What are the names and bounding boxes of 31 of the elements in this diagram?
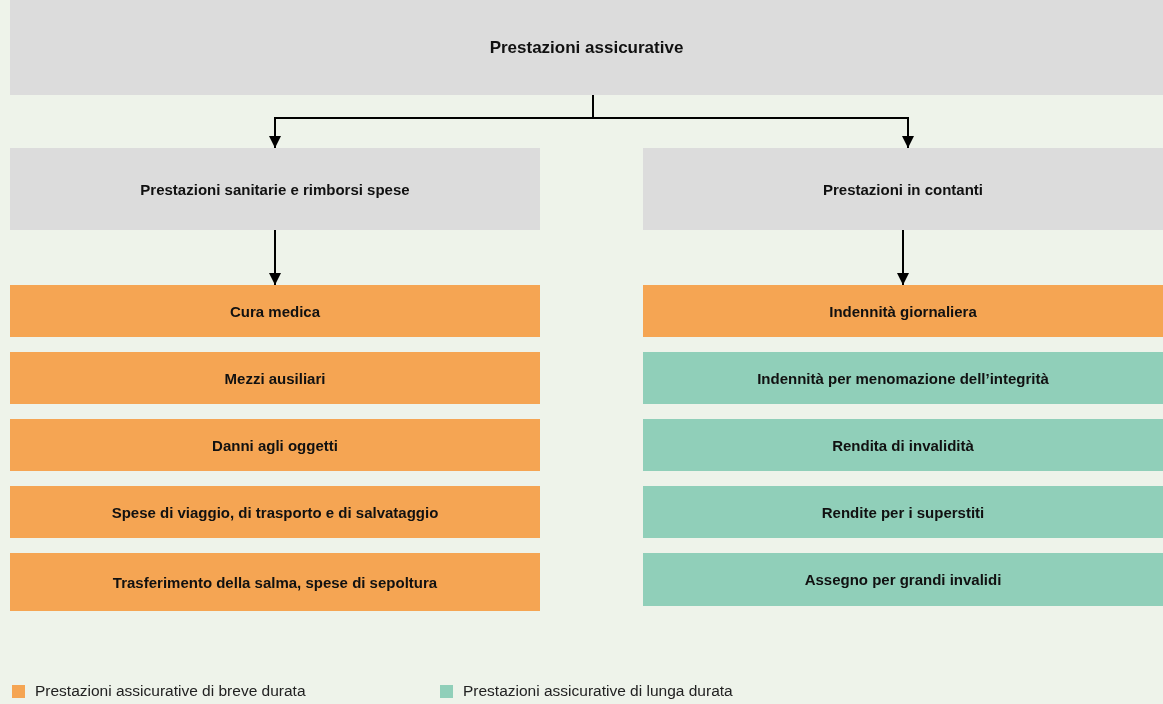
box-label: Assegno per grandi invalidi bbox=[804, 571, 1002, 588]
arrow bbox=[897, 229, 909, 286]
box-label: Trasferimento della salma, spese di sepoltura bbox=[112, 573, 438, 591]
benefit-box bbox=[643, 486, 1163, 538]
box-label: Spese di viaggio, di trasporto e di salvataggio bbox=[111, 503, 439, 521]
benefit-box bbox=[10, 486, 540, 538]
arrow bbox=[592, 94, 914, 149]
legend-label: Prestazioni assicurative di lunga durata bbox=[463, 682, 733, 700]
box-label: Danni agli oggetti bbox=[212, 436, 338, 454]
box-label: Mezzi ausiliari bbox=[224, 369, 326, 387]
box-label: Prestazioni sanitarie e rimborsi spese bbox=[140, 180, 410, 198]
benefit-box bbox=[10, 352, 540, 404]
box-label: Rendite per i superstiti bbox=[821, 503, 985, 521]
legend-label: Prestazioni assicurative di breve durata bbox=[35, 682, 306, 700]
benefit-box bbox=[643, 352, 1163, 404]
category-box bbox=[10, 0, 1163, 95]
box-label: Prestazioni in contanti bbox=[823, 180, 983, 198]
category-box bbox=[643, 148, 1163, 230]
benefit-box bbox=[643, 419, 1163, 471]
benefit-box bbox=[643, 285, 1163, 337]
benefit-box bbox=[10, 419, 540, 471]
category-box bbox=[10, 148, 540, 230]
benefit-box bbox=[10, 285, 540, 337]
benefit-box bbox=[10, 553, 540, 611]
box-label: Indennità per menomazione dell’integrità bbox=[757, 369, 1049, 387]
box-label: Prestazioni assicurative bbox=[489, 37, 684, 58]
box-label: Rendita di invalidità bbox=[832, 436, 974, 454]
box-label: Indennità giornaliera bbox=[829, 302, 977, 320]
arrow bbox=[269, 229, 281, 286]
box-label: Cura medica bbox=[229, 302, 320, 320]
benefit-box bbox=[643, 553, 1163, 606]
